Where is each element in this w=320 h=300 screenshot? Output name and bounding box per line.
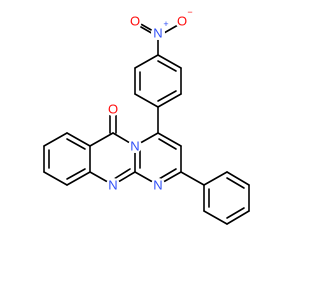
atom-n-quinazoline: N — [106, 178, 120, 193]
bond — [66, 138, 86, 150]
atom-n-nitro: N + — [151, 19, 169, 41]
bond — [89, 132, 114, 147]
atom-symbol: N — [153, 26, 162, 41]
molecule-structure: O O − N + O N N N — [43, 7, 250, 225]
bond — [226, 210, 250, 225]
bond — [134, 54, 159, 69]
bond — [66, 132, 91, 147]
bond — [113, 168, 131, 180]
bond — [203, 210, 228, 225]
bond — [66, 171, 91, 186]
bond — [157, 90, 177, 102]
bond — [226, 177, 245, 189]
atom-n-bridge: N — [128, 139, 142, 154]
atom-n-pyrimidine: N — [151, 178, 165, 193]
atom-o-carbonyl: O — [106, 102, 120, 117]
atom-symbol: N — [153, 178, 162, 193]
atom-o-nitro-right: O − — [175, 7, 193, 29]
bond — [157, 132, 182, 147]
bond — [226, 207, 245, 219]
bond — [43, 171, 68, 186]
bond — [66, 168, 86, 180]
atom-symbol: N — [130, 139, 139, 154]
bond — [157, 93, 182, 108]
atom-symbol: O — [177, 14, 187, 29]
bond — [157, 60, 177, 72]
bond — [157, 54, 182, 69]
bond — [138, 22, 154, 32]
atom-charge: + — [163, 19, 168, 29]
bond — [158, 168, 177, 180]
bond — [180, 171, 205, 186]
bond-lines — [43, 22, 250, 225]
bond — [158, 138, 177, 150]
bond — [226, 171, 250, 186]
atom-symbol: N — [108, 178, 117, 193]
atom-labels: O O − N + O N N N — [106, 7, 193, 193]
atom-charge: − — [187, 7, 192, 17]
atom-symbol: O — [130, 14, 140, 29]
bond — [163, 24, 179, 34]
atom-symbol: O — [108, 102, 118, 117]
bond — [43, 132, 68, 147]
bond — [203, 171, 228, 186]
bond — [134, 93, 159, 108]
atom-o-nitro-left: O — [128, 14, 142, 29]
